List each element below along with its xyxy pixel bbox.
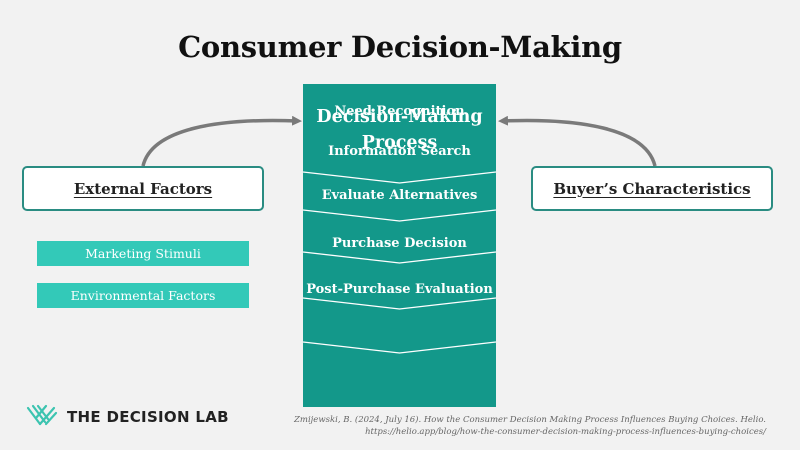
buyer-to-process-arrow [498, 115, 657, 167]
chevron-divider [303, 251, 496, 264]
decision-process-column: Decision-Making Process [303, 84, 496, 407]
environmental-factors-box: Environmental Factors [37, 283, 249, 308]
step-need-recognition: Need Recognition [334, 104, 465, 119]
step-information-search: Information Search [328, 144, 471, 159]
citation-line-1: Zmijewski, B. (2024, July 16). How the C… [293, 415, 766, 425]
external-factors-label: External Factors [73, 179, 213, 198]
process-background [303, 84, 496, 407]
brand-name: THE DECISION LAB [67, 408, 229, 426]
chevron-divider [303, 209, 496, 222]
chevron-divider [303, 341, 496, 354]
process-title: Decision-Making Process [316, 107, 483, 153]
buyer-characteristics-box: Buyer’s Characteristics [531, 166, 773, 211]
citation-line-2: https://helio.app/blog/how-the-consumer-… [365, 427, 766, 437]
step-evaluate-alternatives: Evaluate Alternatives [321, 188, 478, 203]
external-factors-box: External Factors [22, 166, 264, 211]
diagram-title: Consumer Decision-Making [178, 30, 622, 64]
step-purchase-decision: Purchase Decision [332, 236, 467, 251]
step-post-purchase-evaluation: Post-Purchase Evaluation [306, 282, 493, 297]
process-title-area: Decision-Making Process [303, 84, 496, 176]
citation: Zmijewski, B. (2024, July 16). How the C… [294, 414, 766, 438]
chevron-divider [303, 297, 496, 310]
chevron-divider [303, 171, 496, 184]
buyer-characteristics-label: Buyer’s Characteristics [553, 179, 751, 198]
marketing-stimuli-box: Marketing Stimuli [37, 241, 249, 266]
decision-lab-logo-icon [26, 404, 58, 426]
external-to-process-arrow [141, 115, 302, 167]
